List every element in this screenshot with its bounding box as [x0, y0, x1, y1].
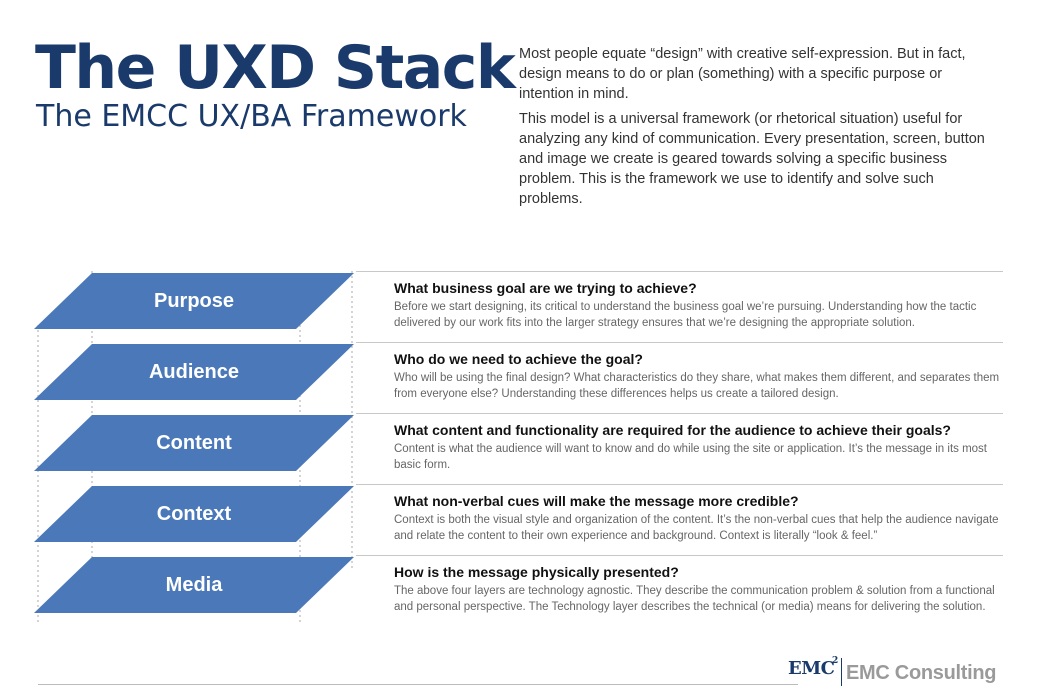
layer-text: How is the message physically presented?… [394, 564, 1004, 615]
layer-text: What content and functionality are requi… [394, 422, 1004, 473]
intro-paragraph: Most people equate “design” with creativ… [519, 46, 966, 102]
uxd-stack: Purpose What business goal are we trying… [0, 265, 1037, 645]
layer-description: Content is what the audience will want t… [394, 443, 988, 471]
layer-question: Who do we need to achieve the goal? [394, 351, 643, 367]
layer-question: What business goal are we trying to achi… [394, 280, 697, 296]
page-subtitle: The EMCC UX/BA Framework [36, 99, 467, 134]
stack-layer-purpose: Purpose What business goal are we trying… [0, 265, 1037, 336]
layer-description: The above four layers are technology agn… [394, 585, 995, 613]
logo-superscript: 2 [832, 656, 839, 666]
layer-divider [356, 484, 1003, 485]
layer-label: Media [165, 574, 223, 596]
layer-divider [356, 413, 1003, 414]
footer-divider [38, 684, 798, 685]
slab-shape [34, 557, 354, 613]
layer-text: What business goal are we trying to achi… [394, 280, 1004, 331]
layer-description: Who will be using the final design? What… [394, 372, 1000, 400]
layer-label: Purpose [153, 290, 235, 312]
logo-mark: EMC [788, 658, 835, 679]
stack-layer-context: Context What non-verbal cues will make t… [0, 478, 1037, 549]
layer-question: What content and functionality are requi… [394, 422, 951, 438]
layer-divider [356, 555, 1003, 556]
layer-slab: Media [34, 557, 354, 613]
layer-text: Who do we need to achieve the goal? Who … [394, 351, 1004, 402]
emc-consulting-logo: EMC 2 EMC Consulting [788, 656, 998, 688]
logo-divider [841, 658, 842, 686]
stack-layer-content: Content What content and functionality a… [0, 407, 1037, 478]
slab-shape [34, 344, 354, 400]
slab-shape [34, 486, 354, 542]
layer-text: What non-verbal cues will make the messa… [394, 493, 1004, 544]
slab-shape [34, 273, 354, 329]
stack-layer-media: Media How is the message physically pres… [0, 549, 1037, 620]
layer-slab: Audience [34, 344, 354, 400]
layer-slab: Context [34, 486, 354, 542]
layer-question: How is the message physically presented? [394, 564, 679, 580]
layer-label: Audience [148, 361, 240, 383]
layer-label: Content [156, 432, 232, 454]
layer-divider [356, 271, 1003, 272]
layer-description: Before we start designing, its critical … [394, 301, 977, 329]
layer-question: What non-verbal cues will make the messa… [394, 493, 799, 509]
slab-shape [34, 415, 354, 471]
intro-paragraph: This model is a universal framework (or … [519, 111, 985, 207]
intro-text: Most people equate “design” with creativ… [519, 44, 994, 214]
stack-layer-audience: Audience Who do we need to achieve the g… [0, 336, 1037, 407]
layer-divider [356, 342, 1003, 343]
layer-description: Context is both the visual style and org… [394, 514, 999, 542]
layer-slab: Purpose [34, 273, 354, 329]
page-title: The UXD Stack [35, 33, 516, 103]
layer-label: Context [156, 503, 232, 525]
logo-name: EMC Consulting [846, 662, 997, 684]
layer-slab: Content [34, 415, 354, 471]
